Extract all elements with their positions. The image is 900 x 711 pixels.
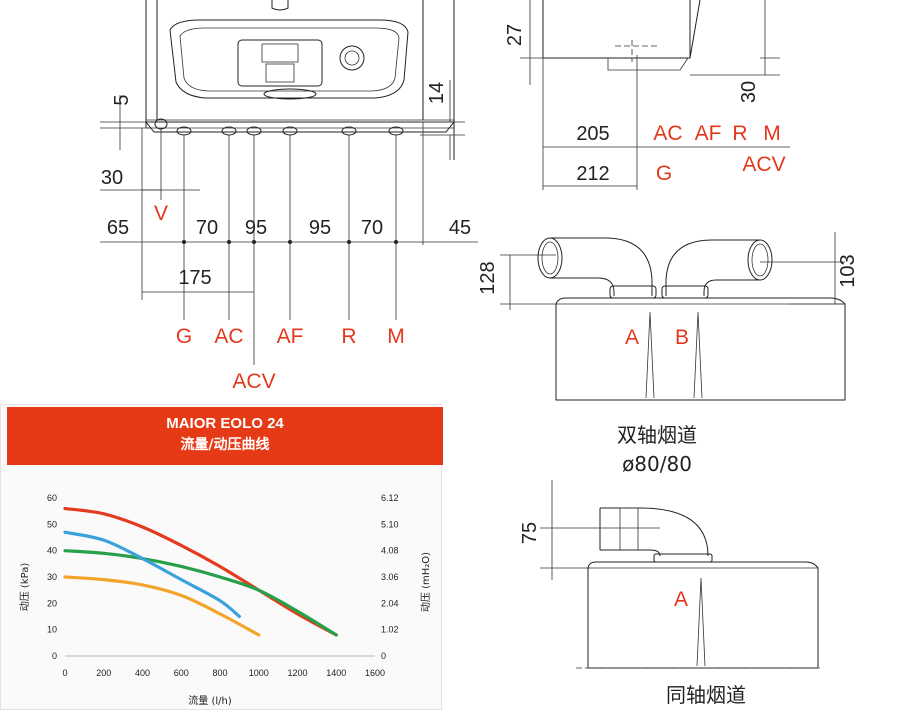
dim-65: 65 (107, 217, 129, 239)
y-tick-label: 60 (47, 493, 57, 503)
label-m: M (387, 325, 405, 348)
dim-70-a: 70 (196, 217, 218, 239)
x-tick-label: 200 (96, 668, 111, 678)
dim-5: 5 (111, 94, 133, 105)
side-label-m: M (763, 122, 781, 145)
side-label-acv: ACV (742, 153, 785, 176)
dim-175: 175 (178, 267, 211, 289)
series-line-3 (63, 575, 261, 637)
y2-tick-label: 1.02 (381, 625, 399, 635)
dim-75: 75 (519, 522, 541, 544)
y-tick-label: 40 (47, 546, 57, 556)
y-tick-label: 10 (47, 625, 57, 635)
label-r: R (341, 325, 356, 348)
x-tick-label: 800 (212, 668, 227, 678)
label-acv: ACV (232, 370, 275, 393)
x-axis-label: 流量 (l/h) (188, 694, 232, 707)
x-tick-label: 1000 (249, 668, 269, 678)
series-line-0 (63, 506, 338, 637)
twin-flue-caption: 双轴烟道 (617, 423, 697, 447)
y2-tick-label: 6.12 (381, 493, 399, 503)
dim-45: 45 (449, 217, 471, 239)
y2-tick-label: 3.06 (381, 572, 399, 582)
dim-128: 128 (477, 261, 499, 294)
dim-30: 30 (101, 167, 123, 189)
side-label-r: R (732, 122, 747, 145)
side-label-af: AF (695, 122, 722, 145)
dim-103: 103 (837, 254, 859, 287)
dim-70-b: 70 (361, 217, 383, 239)
dim-27: 27 (504, 24, 526, 46)
chart-subtitle: 流量/动压曲线 (180, 437, 270, 453)
series-line-1 (63, 549, 338, 637)
label-v: V (154, 202, 168, 225)
dim-212: 212 (576, 163, 609, 185)
side-label-g: G (656, 162, 672, 185)
y2-tick-label: 5.10 (381, 519, 399, 529)
dim-14: 14 (426, 82, 448, 104)
boiler-front-view (100, 0, 478, 365)
y-tick-label: 30 (47, 572, 57, 582)
x-tick-label: 1600 (365, 668, 385, 678)
chart-header: MAIOR EOLO 24 流量/动压曲线 (7, 407, 443, 465)
y2-axis-label: 动压 (mH₂O) (420, 552, 432, 612)
y-tick-label: 20 (47, 598, 57, 608)
dim-95-b: 95 (309, 217, 331, 239)
y2-tick-label: 2.04 (381, 598, 399, 608)
y-tick-label: 50 (47, 519, 57, 529)
label-ac: AC (214, 325, 243, 348)
dim-95-a: 95 (245, 217, 267, 239)
side-label-ac: AC (653, 122, 682, 145)
y-tick-label: 0 (52, 651, 57, 661)
port-b: B (675, 326, 689, 349)
x-tick-label: 400 (135, 668, 150, 678)
twin-flue-size: ø80/80 (622, 452, 692, 476)
port-a: A (625, 326, 639, 349)
x-tick-label: 1400 (326, 668, 346, 678)
series-line-2 (63, 530, 241, 619)
y2-tick-label: 0 (381, 651, 386, 661)
label-af: AF (277, 325, 304, 348)
x-tick-label: 600 (174, 668, 189, 678)
twin-flue-view (500, 232, 846, 401)
boiler-side-view (520, 0, 790, 190)
dim-205: 205 (576, 123, 609, 145)
single-port-a: A (674, 588, 688, 611)
x-tick-label: 0 (62, 668, 67, 678)
coaxial-flue-caption: 同轴烟道 (666, 683, 746, 707)
y-axis-label: 动压 (kPa) (19, 563, 31, 612)
x-tick-label: 1200 (287, 668, 307, 678)
coaxial-flue-view (540, 480, 820, 669)
label-g: G (176, 325, 192, 348)
dim-30-side: 30 (738, 81, 760, 103)
y2-tick-label: 4.08 (381, 546, 399, 556)
chart-title: MAIOR EOLO 24 (166, 415, 284, 432)
